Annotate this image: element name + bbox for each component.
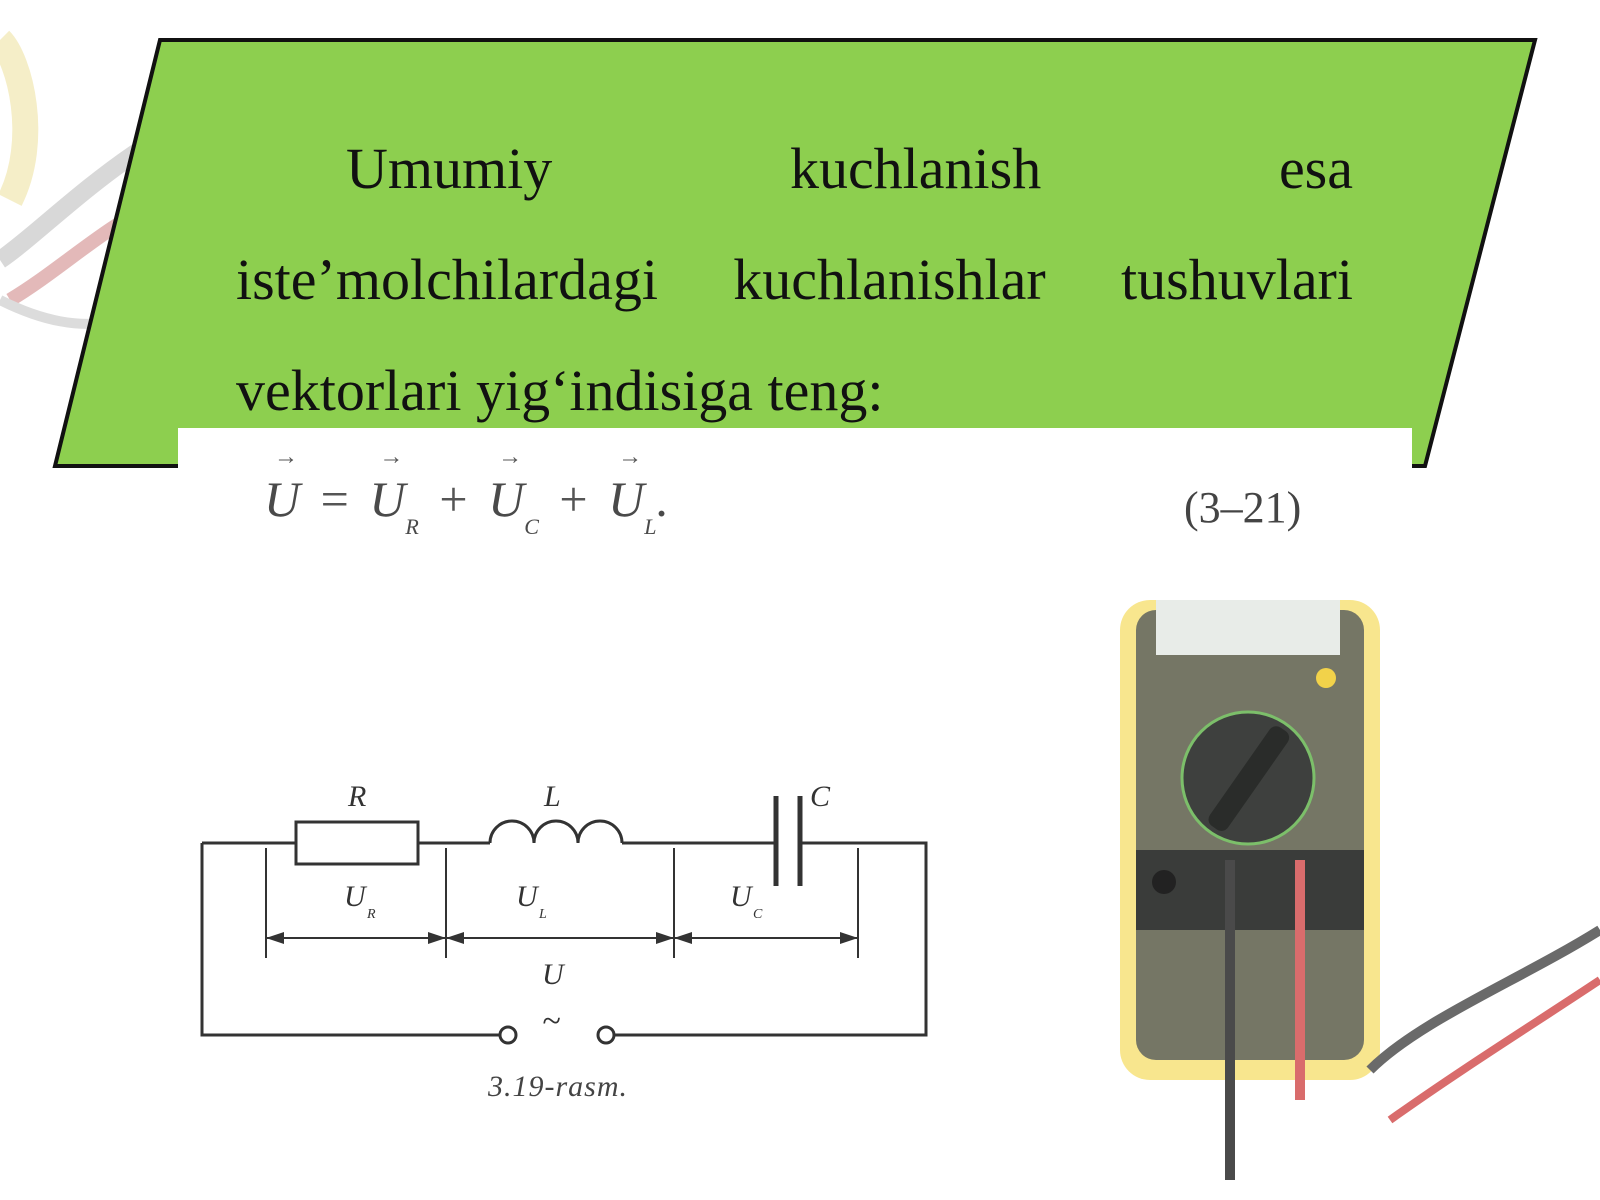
probe-cable-red: [1387, 976, 1600, 1124]
word: esa: [1278, 136, 1353, 201]
formula-term-uc: U: [488, 444, 524, 528]
inductor-symbol: [488, 819, 624, 844]
paragraph-line-1: Umumiy kuchlanish esa: [236, 140, 1353, 198]
label-uc-sub: C: [753, 907, 763, 922]
paragraph-line-3: vektorlari yig‘indisiga teng:: [236, 358, 884, 423]
hold-button: [1316, 668, 1336, 688]
label-r: R: [347, 780, 366, 813]
equation-number: (3–21): [1184, 483, 1302, 532]
jack-panel: [1136, 850, 1364, 930]
rlc-circuit-diagram: ~ R L C U R U L U C U: [200, 780, 928, 1045]
word: iste’molchilardagi: [236, 247, 658, 312]
word: kuchlanishlar: [733, 247, 1046, 312]
label-ul: U: [516, 880, 540, 913]
formula-period: .: [656, 471, 669, 527]
plus-sign: +: [439, 471, 468, 527]
probe-cable: [1366, 925, 1600, 1074]
subscript-c: C: [524, 514, 539, 539]
formula-lhs: U: [264, 444, 300, 528]
vector-sum-formula: U = UR + UC + UL.: [264, 444, 669, 540]
label-ur-sub: R: [366, 907, 376, 922]
label-ur: U: [344, 880, 368, 913]
multimeter-illustration: [1120, 600, 1600, 1180]
subscript-l: L: [644, 514, 657, 539]
equals-sign: =: [320, 471, 349, 527]
terminal-right: [596, 1025, 616, 1045]
word: kuchlanish: [789, 136, 1042, 201]
word: Umumiy: [346, 136, 553, 201]
paragraph-line-2: iste’molchilardagi kuchlanishlar tushuvl…: [236, 251, 1353, 309]
label-c: C: [810, 780, 831, 813]
plus-sign: +: [559, 471, 588, 527]
wire: [200, 843, 500, 1037]
word: tushuvlari: [1121, 247, 1353, 312]
input-jack: [1152, 870, 1176, 894]
formula-term-ur: U: [369, 444, 405, 528]
ac-source-symbol: ~: [542, 1003, 560, 1040]
subscript-r: R: [405, 514, 419, 539]
formula-term-ul: U: [608, 444, 644, 528]
label-u: U: [542, 958, 566, 991]
dial-pointer: [1208, 726, 1290, 831]
figure-caption: 3.19-rasm.: [488, 1070, 629, 1103]
label-uc: U: [730, 880, 754, 913]
terminal-left: [498, 1025, 518, 1045]
resistor-symbol: [294, 820, 420, 866]
label-l: L: [543, 780, 561, 813]
arrowheads: [266, 932, 858, 944]
multimeter-display: [1156, 600, 1340, 655]
wire: [614, 841, 928, 1037]
label-ul-sub: L: [538, 907, 547, 922]
